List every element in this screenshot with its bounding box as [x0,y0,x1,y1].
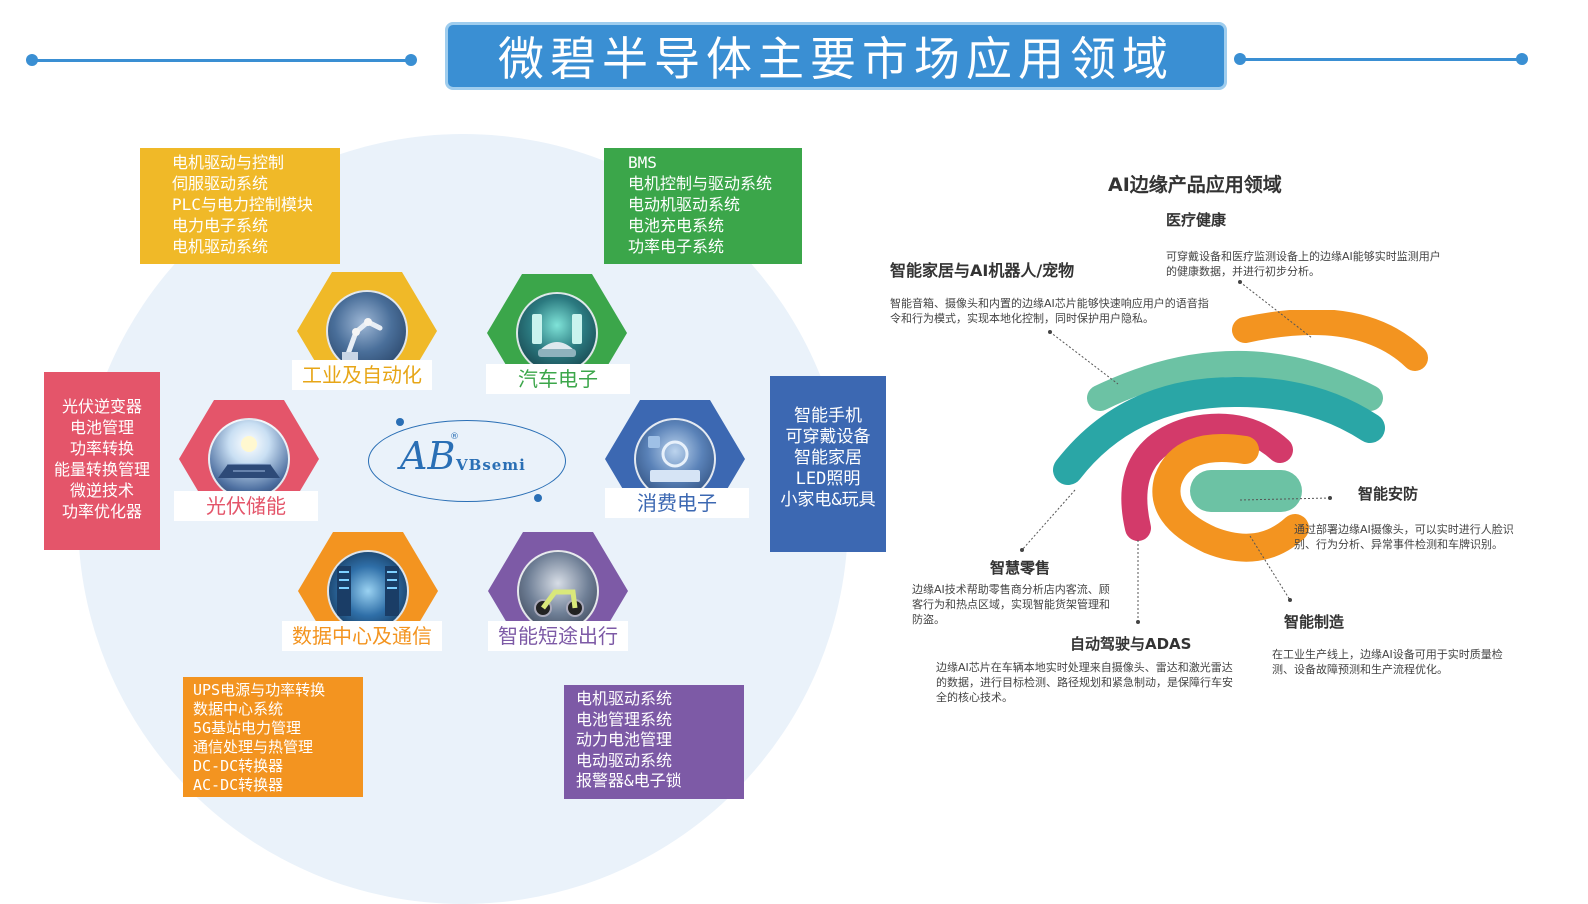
ai-security-desc: 通过部署边缘AI摄像头，可以实时进行人脸识别、行为分析、异常事件检测和车牌识别。 [1294,523,1514,551]
datacenter-item: 通信处理与热管理 [193,738,314,756]
solar-item: 光伏逆变器 [61,397,142,416]
ai-home-title: 智能家居与AI机器人/宠物 [890,261,1075,280]
industrial-item: PLC与电力控制模块 [172,195,313,214]
ai-section-title: AI边缘产品应用领域 [1108,174,1282,196]
scooter-image [517,550,599,632]
consumer-item: LED照明 [795,469,861,489]
logo-orbit-dot-right [534,494,542,502]
ai-medical-desc: 可穿戴设备和医疗监测设备上的边缘AI能够实时监测用户的健康数据，并进行初步分析。 [1166,250,1441,278]
title-left-line [32,59,412,62]
consumer-item: 可穿戴设备 [785,427,871,447]
ev-charging-image [516,292,598,374]
green-center-pill [1190,470,1302,512]
automotive-item: 功率电子系统 [628,237,725,256]
logo-orbit [368,420,566,502]
title-right-dot-inner [1234,53,1246,65]
industrial-items-box: 电机驱动与控制 伺服驱动系统 PLC与电力控制模块 电力电子系统 电机驱动系统 [140,148,340,264]
ai-arcs-graphic [1053,310,1428,562]
consumer-item: 小家电&玩具 [780,490,876,510]
automotive-label: 汽车电子 [486,364,630,394]
ai-adas-title: 自动驾驶与ADAS [1070,635,1192,653]
datacenter-item: DC-DC转换器 [193,757,284,775]
ai-home-desc: 智能音箱、摄像头和内置的边缘AI芯片能够快速响应用户的语音指令和行为模式，实现本… [890,297,1209,325]
ai-security-title: 智能安防 [1358,485,1419,503]
automotive-item: 电动机驱动系统 [628,195,741,214]
vbsemi-logo-mark: AB [400,434,456,478]
logo-orbit-dot-left [396,418,404,426]
datacenter-items-box: UPS电源与功率转换 数据中心系统 5G基站电力管理 通信处理与热管理 DC-D… [183,677,363,797]
mobility-item: 电机驱动系统 [576,689,673,708]
title-left-dot-outer [26,54,38,66]
green-outer-arc [1087,351,1383,411]
ai-medical-title: 医疗健康 [1166,211,1227,229]
consumer-label: 消费电子 [605,488,749,518]
mobility-label: 智能短途出行 [488,621,628,651]
automotive-items-box: BMS 电机控制与驱动系统 电动机驱动系统 电池充电系统 功率电子系统 [604,148,802,264]
mobility-item: 动力电池管理 [576,730,673,749]
industrial-item: 伺服驱动系统 [172,174,269,193]
datacenter-item: UPS电源与功率转换 [193,681,326,699]
ai-manufacturing-desc: 在工业生产线上，边缘AI设备可用于实时质量检测、设备故障预测和生产流程优化。 [1272,648,1503,676]
solar-label: 光伏储能 [174,491,318,521]
robot-arm-image [326,290,408,372]
industrial-item: 电机驱动系统 [172,237,269,256]
datacenter-item: 数据中心系统 [193,700,284,718]
orange-outer-arc [1232,310,1428,371]
mobility-item: 电动驱动系统 [576,750,673,770]
title-right-dot-outer [1516,53,1528,65]
solar-item: 能量转换管理 [53,460,150,479]
automotive-item: BMS [628,153,657,172]
vbsemi-logo-text: VBsemi [456,456,526,474]
server-room-image [327,550,409,632]
solar-item: 微逆技术 [69,481,134,500]
ai-manufacturing-title: 智能制造 [1284,613,1345,631]
datacenter-item: 5G基站电力管理 [193,719,302,737]
consumer-item: 智能家居 [794,448,862,468]
mobility-items-box: 电机驱动系统 电池管理系统 动力电池管理 电动驱动系统 报警器&电子锁 [564,685,744,799]
solar-item: 功率转换 [69,439,134,458]
ai-retail-title: 智慧零售 [990,559,1051,577]
consumer-item: 智能手机 [794,406,862,426]
ai-retail-desc: 边缘AI技术帮助零售商分析店内客流、顾客行为和热点区域，实现智能货架管理和防盗。 [912,583,1110,626]
teal-arc [1053,376,1385,485]
industrial-item: 电力电子系统 [172,216,269,235]
industrial-label: 工业及自动化 [292,360,432,390]
solar-item: 电池管理 [69,418,134,437]
mobility-item: 报警器&电子锁 [576,771,682,790]
automotive-item: 电池充电系统 [628,216,725,235]
ai-adas-desc: 边缘AI芯片在车辆本地实时处理来自摄像头、雷达和激光雷达的数据，进行目标检测、路… [936,661,1233,704]
magenta-arc [1121,413,1293,541]
solar-item: 功率优化器 [61,502,142,521]
datacenter-item: AC-DC转换器 [193,776,284,794]
logo-registered-mark: ® [450,432,459,442]
automotive-item: 电机控制与驱动系统 [628,174,773,193]
ai-connectors [1020,280,1332,624]
consumer-items-box: 智能手机 可穿戴设备 智能家居 LED照明 小家电&玩具 [770,376,886,552]
orange-inner-arc [1152,434,1309,562]
mobility-item: 电池管理系统 [576,709,673,729]
title-left-dot-inner [405,54,417,66]
page-title: 微碧半导体主要市场应用领域 [498,32,1174,86]
title-right-line [1240,58,1520,61]
industrial-item: 电机驱动与控制 [172,153,285,172]
datacenter-label: 数据中心及通信 [282,621,442,651]
page-title-banner: 微碧半导体主要市场应用领域 [445,22,1227,90]
solar-items-box: 光伏逆变器 电池管理 功率转换 能量转换管理 微逆技术 功率优化器 [44,372,160,550]
